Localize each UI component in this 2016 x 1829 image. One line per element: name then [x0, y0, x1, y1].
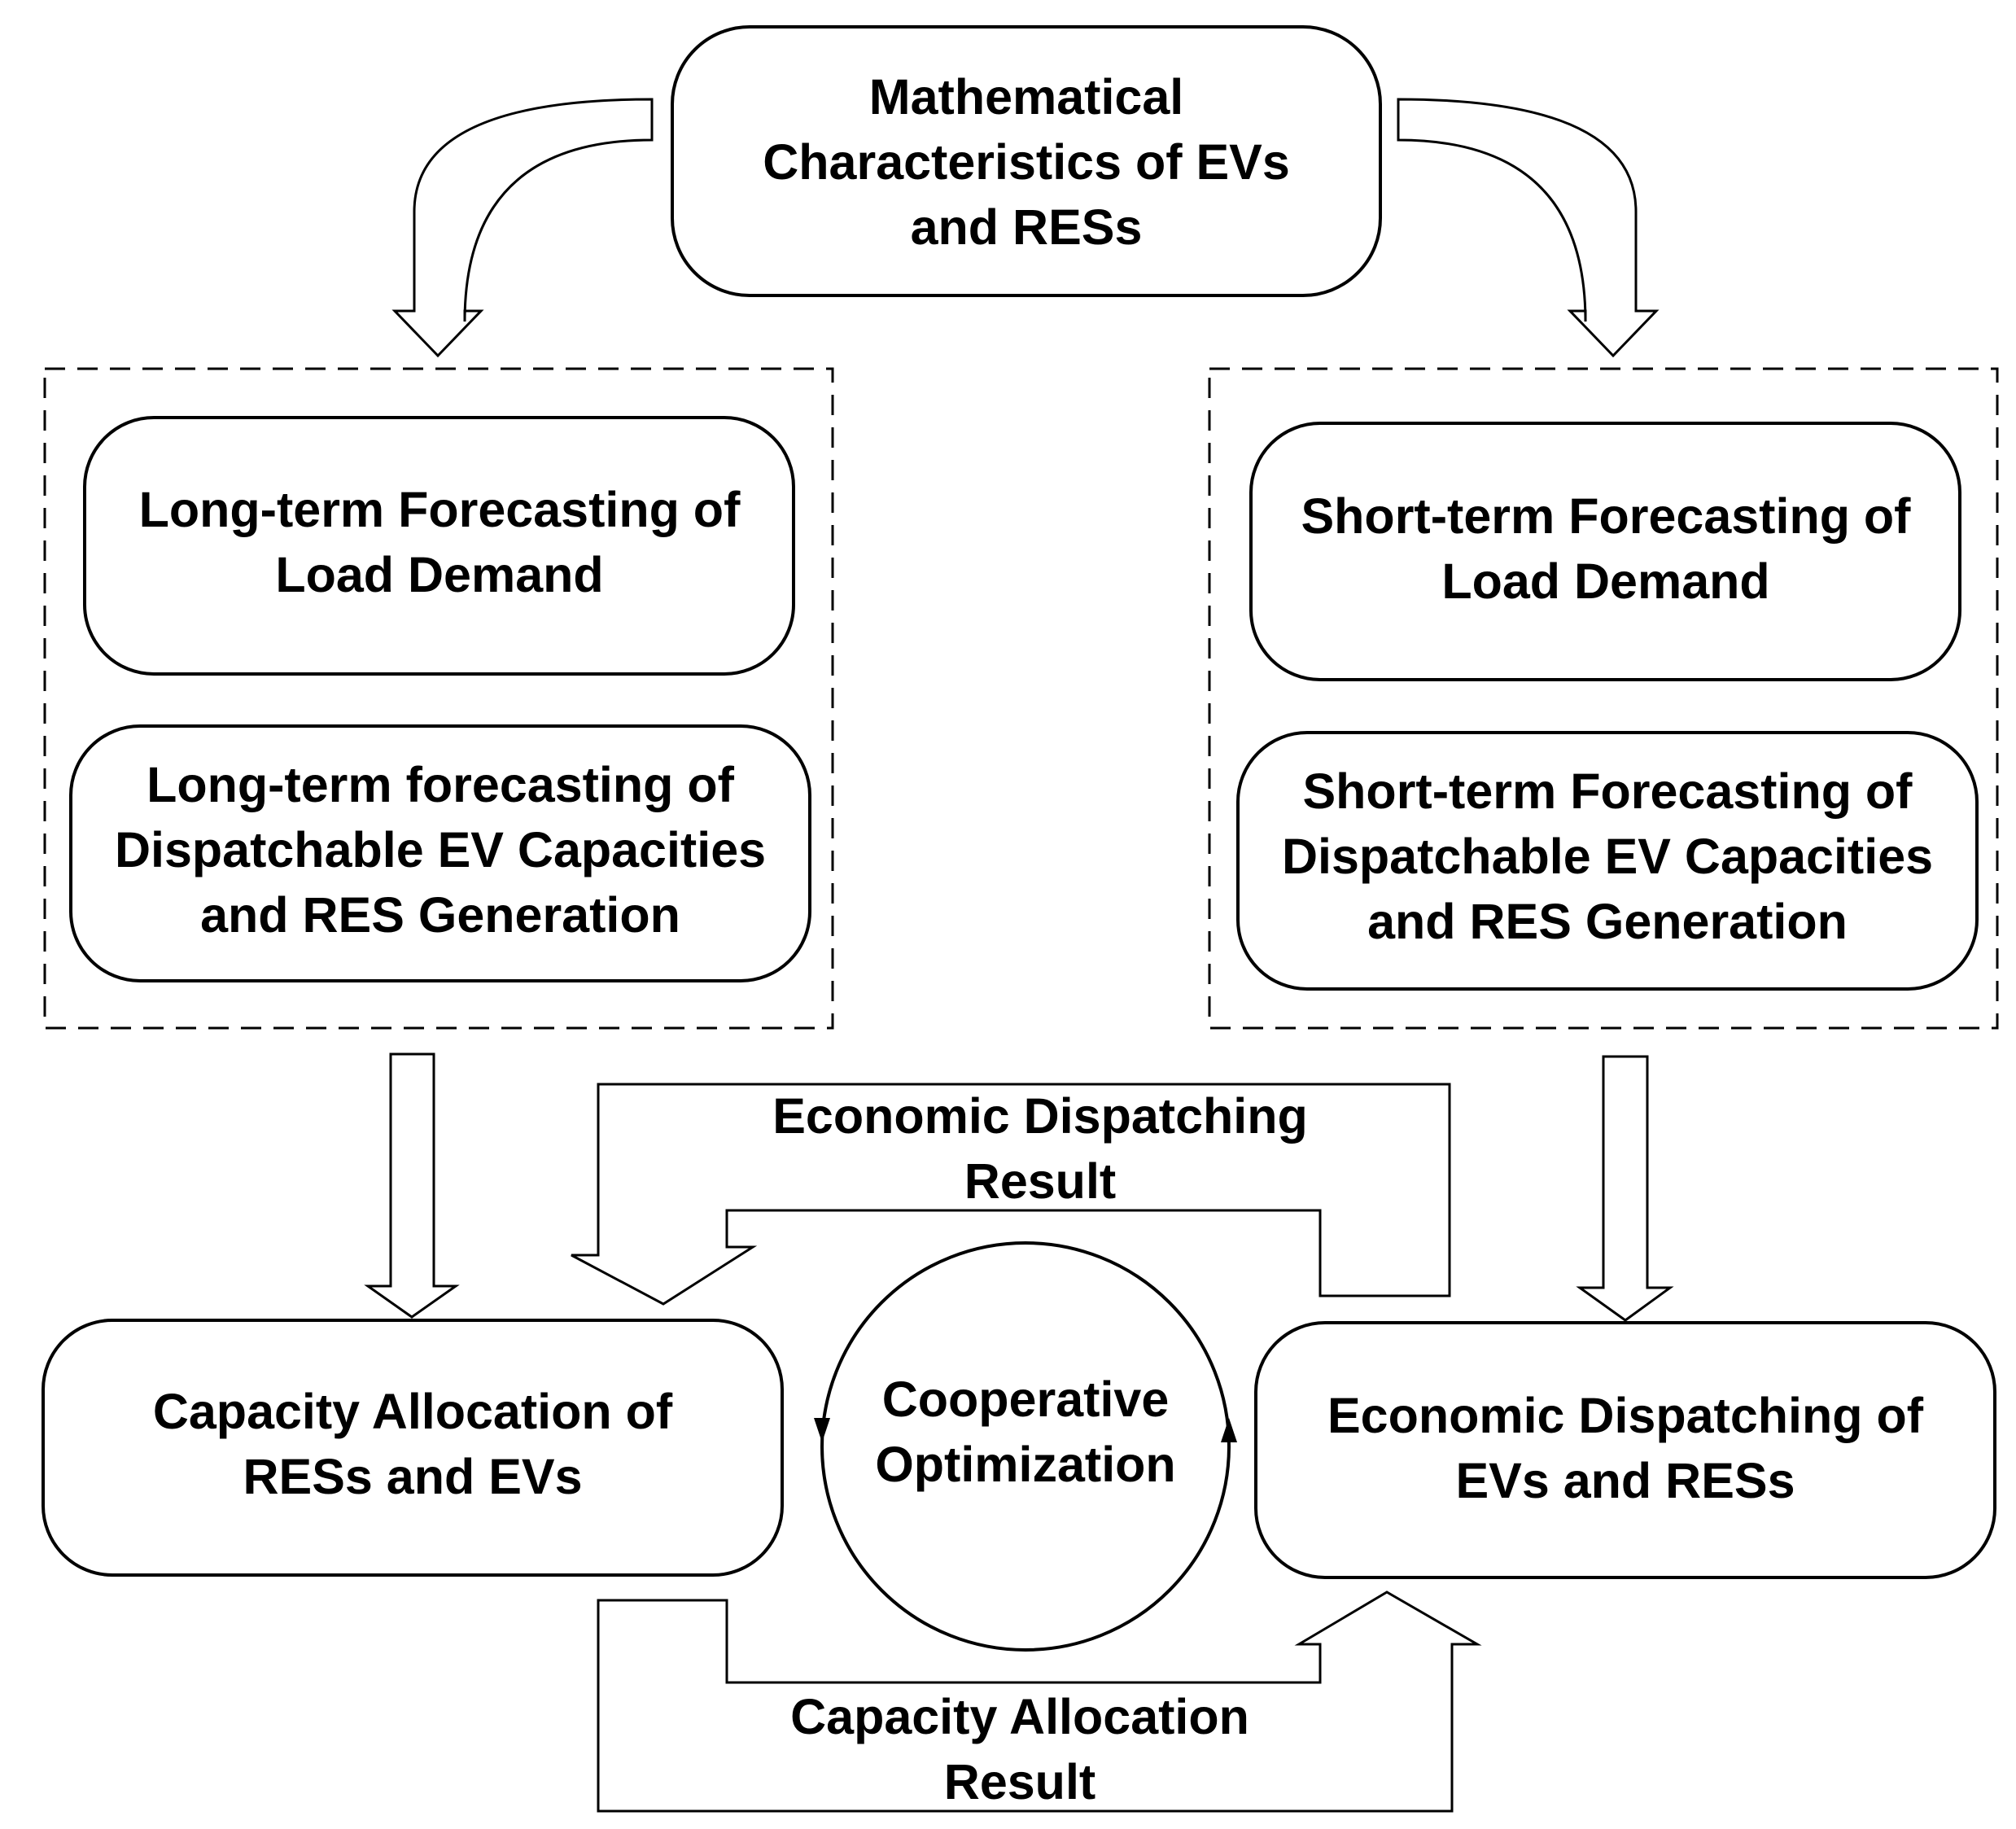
math-characteristics-line-1: Mathematical [869, 69, 1183, 125]
left-cycle-arrowhead-icon [814, 1418, 830, 1442]
economic-result-line-2: Result [964, 1153, 1116, 1209]
short-term-ev-capacity-box: Short-term Forecasting of Dispatchable E… [1236, 731, 1979, 991]
long-term-ev-capacity-box: Long-term forecasting of Dispatchable EV… [69, 724, 811, 982]
long-term-group [43, 367, 834, 1030]
capacity-result-line-2: Result [944, 1754, 1095, 1809]
long-term-capacity-line-3: and RES Generation [200, 887, 680, 943]
short-term-load-line-2: Load Demand [1441, 554, 1769, 609]
arrow-short-term-to-economic-dispatching [1576, 1055, 1674, 1322]
capacity-allocation-line-2: RESs and EVs [243, 1449, 583, 1504]
math-characteristics-line-2: Characteristics of EVs [763, 134, 1290, 190]
cooperative-line-1: Cooperative [882, 1372, 1170, 1427]
cooperative-line-2: Optimization [875, 1437, 1175, 1492]
arrow-to-long-term [391, 98, 654, 358]
economic-dispatching-box: Economic Dispatching of EVs and RESs [1254, 1321, 1996, 1579]
economic-dispatching-line-2: EVs and RESs [1456, 1453, 1795, 1508]
economic-dispatching-line-1: Economic Dispatching of [1327, 1388, 1924, 1443]
short-term-capacity-line-2: Dispatchable EV Capacities [1282, 829, 1933, 884]
long-term-capacity-line-2: Dispatchable EV Capacities [115, 822, 766, 877]
arrow-to-short-term [1397, 98, 1660, 358]
capacity-result-line-1: Capacity Allocation [790, 1689, 1249, 1744]
right-cycle-arrowhead-icon [1221, 1418, 1237, 1442]
math-characteristics-box: Mathematical Characteristics of EVs and … [671, 25, 1382, 297]
short-term-capacity-line-3: and RES Generation [1367, 894, 1848, 949]
capacity-allocation-box: Capacity Allocation of RESs and EVs [42, 1319, 784, 1577]
capacity-allocation-result-arrow [597, 1591, 1482, 1813]
economic-result-line-1: Economic Dispatching [772, 1088, 1308, 1144]
long-term-capacity-line-1: Long-term forecasting of [146, 757, 735, 812]
arrow-long-term-to-capacity-allocation [364, 1052, 460, 1319]
capacity-allocation-line-1: Capacity Allocation of [153, 1384, 673, 1439]
economic-dispatching-result-arrow [571, 1083, 1451, 1306]
long-term-load-line-2: Load Demand [275, 547, 603, 602]
capacity-allocation-result-label: Capacity Allocation Result [790, 1689, 1249, 1809]
long-term-load-demand-box: Long-term Forecasting of Load Demand [83, 416, 795, 676]
economic-dispatching-result-label: Economic Dispatching Result [772, 1088, 1308, 1209]
short-term-group [1208, 367, 1999, 1030]
cooperative-optimization-circle: Cooperative Optimization [814, 1241, 1237, 1652]
math-characteristics-line-3: and RESs [911, 199, 1143, 255]
short-term-load-demand-box: Short-term Forecasting of Load Demand [1249, 422, 1961, 681]
short-term-capacity-line-1: Short-term Forecasting of [1302, 764, 1913, 819]
short-term-load-line-1: Short-term Forecasting of [1301, 488, 1911, 544]
long-term-load-line-1: Long-term Forecasting of [139, 482, 741, 537]
